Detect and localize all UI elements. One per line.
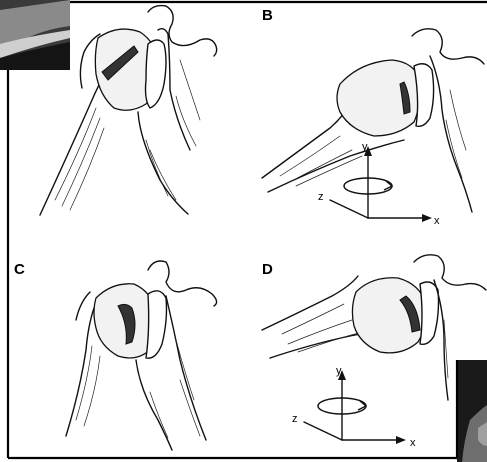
panel-b-x-label: x bbox=[434, 215, 440, 227]
panel-label-c: C bbox=[14, 262, 25, 277]
panel-b-y-label: y bbox=[362, 141, 368, 153]
photo-inset-bottom-right bbox=[457, 360, 487, 462]
panel-d-x-label: x bbox=[410, 437, 416, 449]
photo-inset-top-left bbox=[0, 0, 70, 70]
panel-label-b: B bbox=[262, 8, 273, 23]
panel-label-d: D bbox=[262, 262, 273, 277]
panel-c-drawing bbox=[66, 261, 217, 450]
panel-d-y-label: y bbox=[336, 365, 342, 377]
panel-b-drawing: y x z bbox=[262, 29, 484, 227]
panel-d-axes: y x z bbox=[292, 365, 416, 449]
panel-b-z-label: z bbox=[318, 191, 324, 203]
panel-b-axes: y x z bbox=[318, 141, 440, 227]
panel-d-drawing: y x z bbox=[262, 255, 486, 449]
panel-d-z-label: z bbox=[292, 413, 298, 425]
